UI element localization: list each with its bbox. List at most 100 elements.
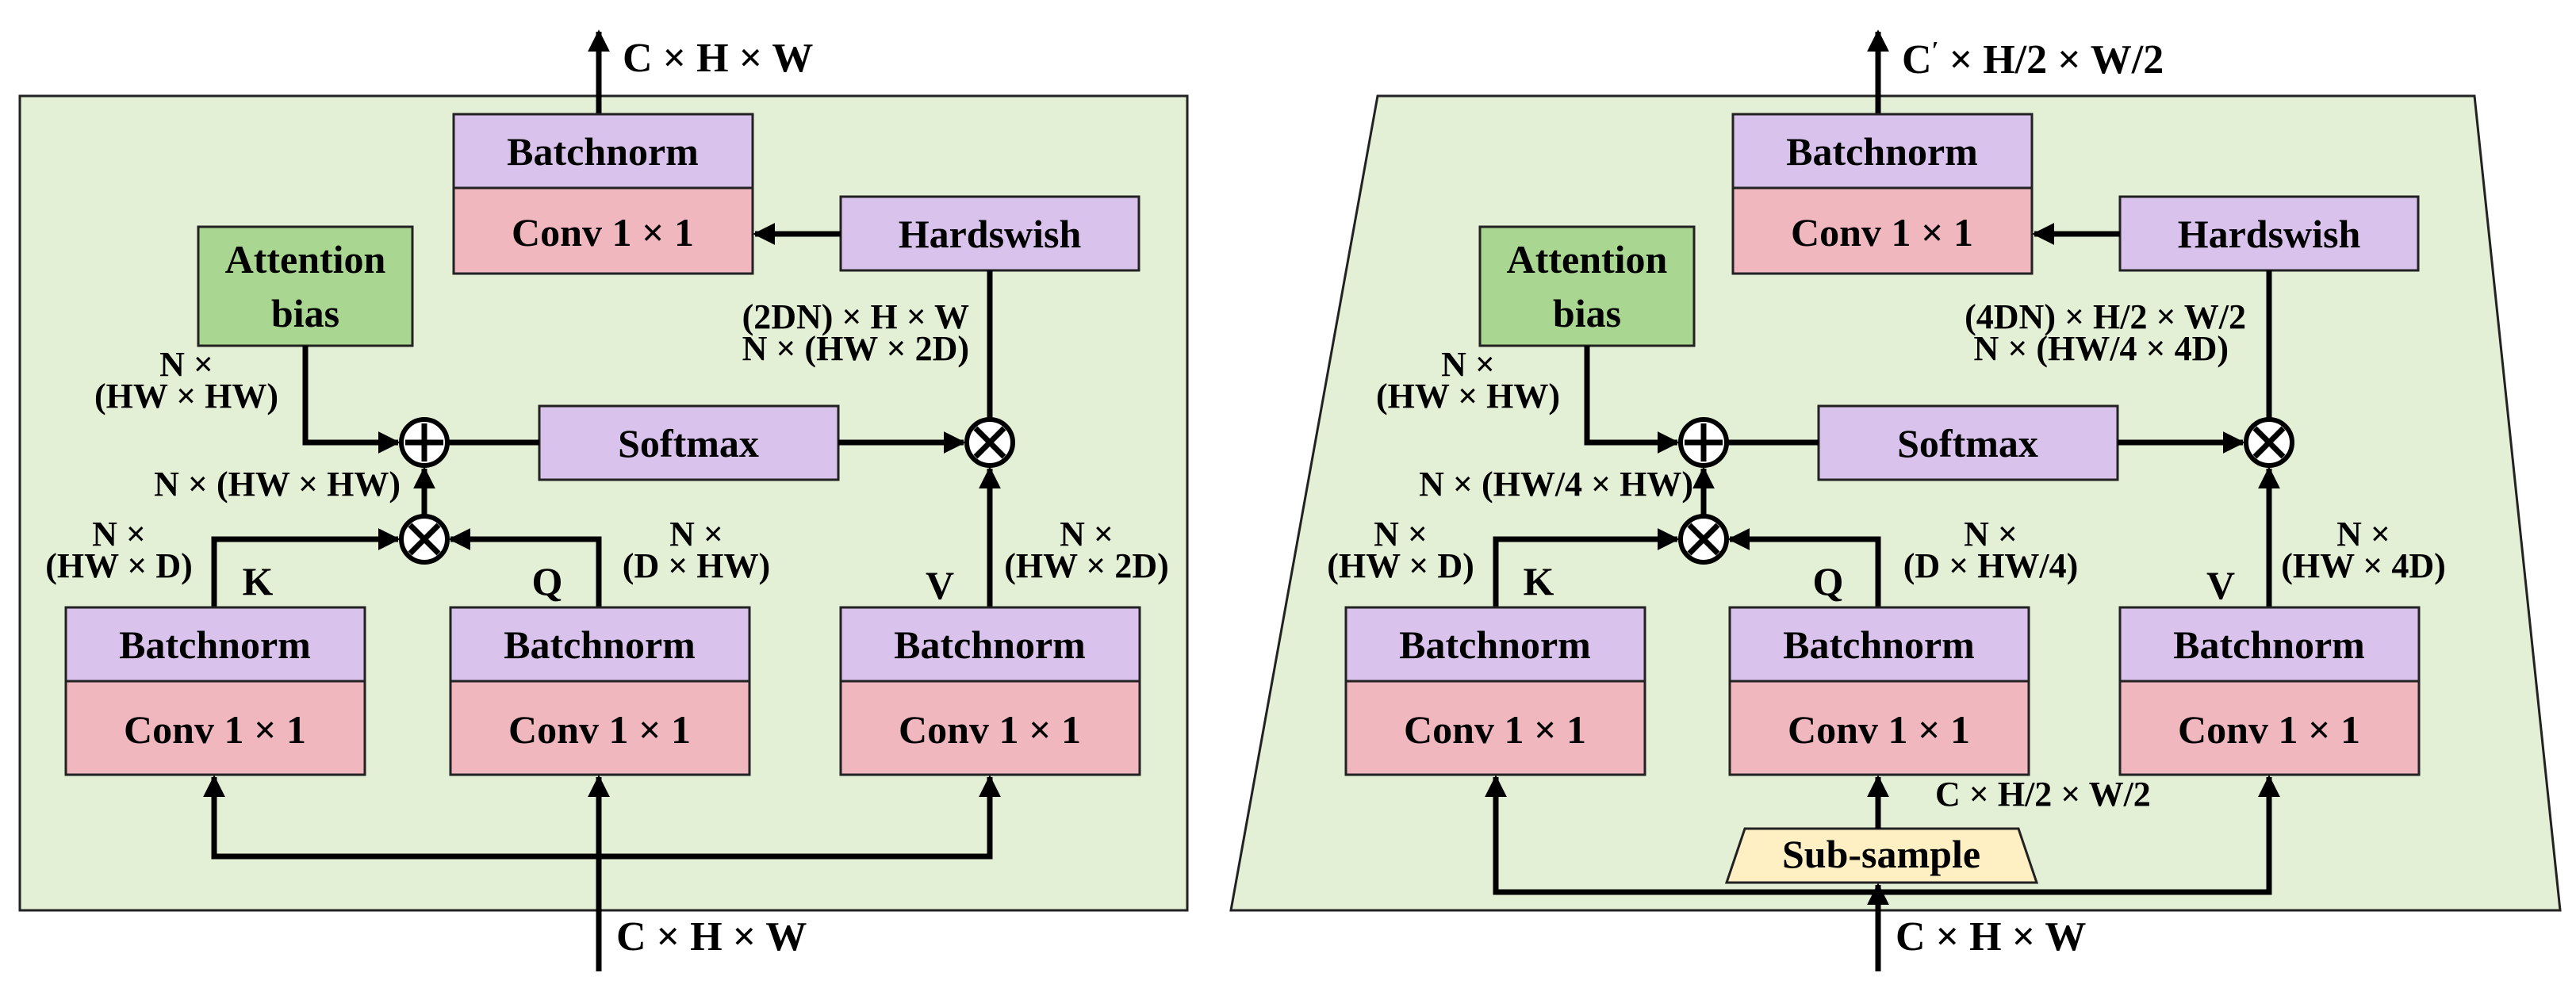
left-v-conv-label: Conv 1 × 1 <box>899 707 1081 752</box>
right-v-dim2: (HW × 4D) <box>2281 546 2446 585</box>
right-q-batchnorm-label: Batchnorm <box>1783 622 1975 667</box>
left-k-batchnorm-label: Batchnorm <box>119 622 311 667</box>
left-top-conv-label: Conv 1 × 1 <box>512 210 694 255</box>
right-top-conv-label: Conv 1 × 1 <box>1791 210 1973 255</box>
left-q-dim1: N × <box>669 515 723 553</box>
left-attention-bias-line2: bias <box>271 291 339 335</box>
left-attention-block: C × H × W Batchnorm Conv 1 × 1 Hardswish… <box>18 29 1189 971</box>
right-output-label-prime: ′ <box>1932 36 1939 64</box>
left-top-batchnorm <box>452 113 754 190</box>
right-k-batchnorm <box>1344 606 1646 683</box>
right-k-block: Batchnorm Conv 1 × 1 <box>1344 606 1646 776</box>
left-hardswish-dim1: (2DN) × H × W <box>742 297 969 336</box>
left-q-dim2: (D × HW) <box>623 546 770 585</box>
left-v-batchnorm-label: Batchnorm <box>894 622 1086 667</box>
left-k-label: K <box>243 559 274 603</box>
left-attention-bias-line1: Attention <box>225 237 386 282</box>
right-k-dim1: N × <box>1374 515 1428 553</box>
right-k-conv-label: Conv 1 × 1 <box>1404 707 1586 752</box>
left-mul-dim: N × (HW × HW) <box>154 465 401 504</box>
right-mul-dim: N × (HW/4 × HW) <box>1419 465 1693 504</box>
left-output-label: C × H × W <box>623 36 813 81</box>
left-input-to-k-arrow <box>203 775 599 860</box>
left-k-dim1: N × <box>92 515 146 553</box>
right-q-to-mul-arrow <box>1727 528 1881 607</box>
right-v-label: V <box>2206 563 2235 607</box>
left-v-dim2: (HW × 2D) <box>1004 546 1169 585</box>
left-q-conv <box>449 680 751 776</box>
right-output-label-c: C <box>1902 37 1932 82</box>
right-mul1-b <box>1687 523 1720 556</box>
left-v-block: Batchnorm Conv 1 × 1 <box>839 606 1141 776</box>
left-q-to-mul-arrow <box>448 528 602 607</box>
right-v-block: Batchnorm Conv 1 × 1 <box>2118 606 2421 776</box>
left-k-conv-label: Conv 1 × 1 <box>124 707 306 752</box>
right-attention-bias <box>1478 225 1696 347</box>
right-hardswish-dim2: N × (HW/4 × 4D) <box>1974 329 2229 368</box>
right-k-batchnorm-label: Batchnorm <box>1399 622 1591 667</box>
right-attention-bias-line2: bias <box>1553 291 1621 335</box>
right-v-conv <box>2118 680 2421 776</box>
left-v-label: V <box>926 563 954 607</box>
left-ab-dim1: N × <box>159 345 213 384</box>
right-v-batchnorm-label: Batchnorm <box>2173 622 2365 667</box>
left-softmax <box>538 404 840 481</box>
right-q-label: Q <box>1813 559 1844 603</box>
right-subsample-box <box>1724 827 2039 884</box>
left-k-dim2: (HW × D) <box>45 546 193 585</box>
right-softmax <box>1817 404 2119 481</box>
left-input-label: C × H × W <box>616 914 807 959</box>
right-top-batchnorm-label: Batchnorm <box>1786 129 1978 174</box>
left-q-conv-label: Conv 1 × 1 <box>508 707 691 752</box>
left-q-block: Batchnorm Conv 1 × 1 <box>449 606 751 776</box>
left-hardswish-label: Hardswish <box>899 212 1082 256</box>
left-v-dim1: N × <box>1060 515 1114 553</box>
right-q-conv-label: Conv 1 × 1 <box>1788 707 1970 752</box>
right-attention-block: C′ × H/2 × W/2 Batchnorm Conv 1 × 1 Hard… <box>1229 29 2562 971</box>
right-output-label: C′ × H/2 × W/2 <box>1902 36 2164 82</box>
right-k-conv <box>1344 680 1646 776</box>
right-v-conv-label: Conv 1 × 1 <box>2178 707 2360 752</box>
left-top-conv <box>452 186 754 275</box>
left-attention-bias <box>197 225 414 347</box>
right-mul2-b <box>2252 426 2286 459</box>
left-bias-to-add-arrow <box>302 346 401 454</box>
right-output-label-rest: × H/2 × W/2 <box>1939 37 2164 82</box>
right-softmax-label: Softmax <box>1897 421 2038 465</box>
right-q-dim1: N × <box>1964 515 2018 553</box>
right-input-label: C × H × W <box>1896 914 2086 959</box>
right-ab-dim1: N × <box>1441 345 1495 384</box>
left-softmax-label: Softmax <box>618 421 759 465</box>
right-v-batchnorm <box>2118 606 2421 683</box>
left-k-block: Batchnorm Conv 1 × 1 <box>64 606 366 776</box>
right-attention-bias-line1: Attention <box>1507 237 1668 282</box>
right-top-conv <box>1731 186 2034 275</box>
left-k-conv <box>64 680 366 776</box>
left-v-conv <box>839 680 1141 776</box>
right-q-batchnorm <box>1728 606 2030 683</box>
left-mul1-b <box>408 523 441 556</box>
left-q-label: Q <box>532 559 563 603</box>
right-subsample-label: Sub-sample <box>1782 832 1980 876</box>
right-input-to-v-arrow <box>1878 775 2280 895</box>
right-q-dim2: (D × HW/4) <box>1903 546 2079 585</box>
right-k-label: K <box>1524 559 1554 603</box>
right-hardswish-dim1: (4DN) × H/2 × W/2 <box>1965 297 2246 336</box>
left-k-to-mul-arrow <box>211 528 401 607</box>
left-hardswish <box>839 195 1140 272</box>
right-hardswish-label: Hardswish <box>2178 212 2361 256</box>
left-top-batchnorm-label: Batchnorm <box>507 129 699 174</box>
right-v-dim1: N × <box>2336 515 2390 553</box>
right-subsample-dim: C × H/2 × W/2 <box>1935 775 2151 814</box>
left-ab-dim2: (HW × HW) <box>94 377 278 416</box>
right-input-to-k-arrow <box>1485 775 1878 895</box>
right-q-block: Batchnorm Conv 1 × 1 <box>1728 606 2030 776</box>
left-hardswish-dim2: N × (HW × 2D) <box>742 329 969 368</box>
left-q-batchnorm-label: Batchnorm <box>504 622 696 667</box>
left-mul2-b <box>973 426 1006 459</box>
left-q-batchnorm <box>449 606 751 683</box>
left-input-to-v-arrow <box>599 775 1001 860</box>
right-k-dim2: (HW × D) <box>1327 546 1474 585</box>
